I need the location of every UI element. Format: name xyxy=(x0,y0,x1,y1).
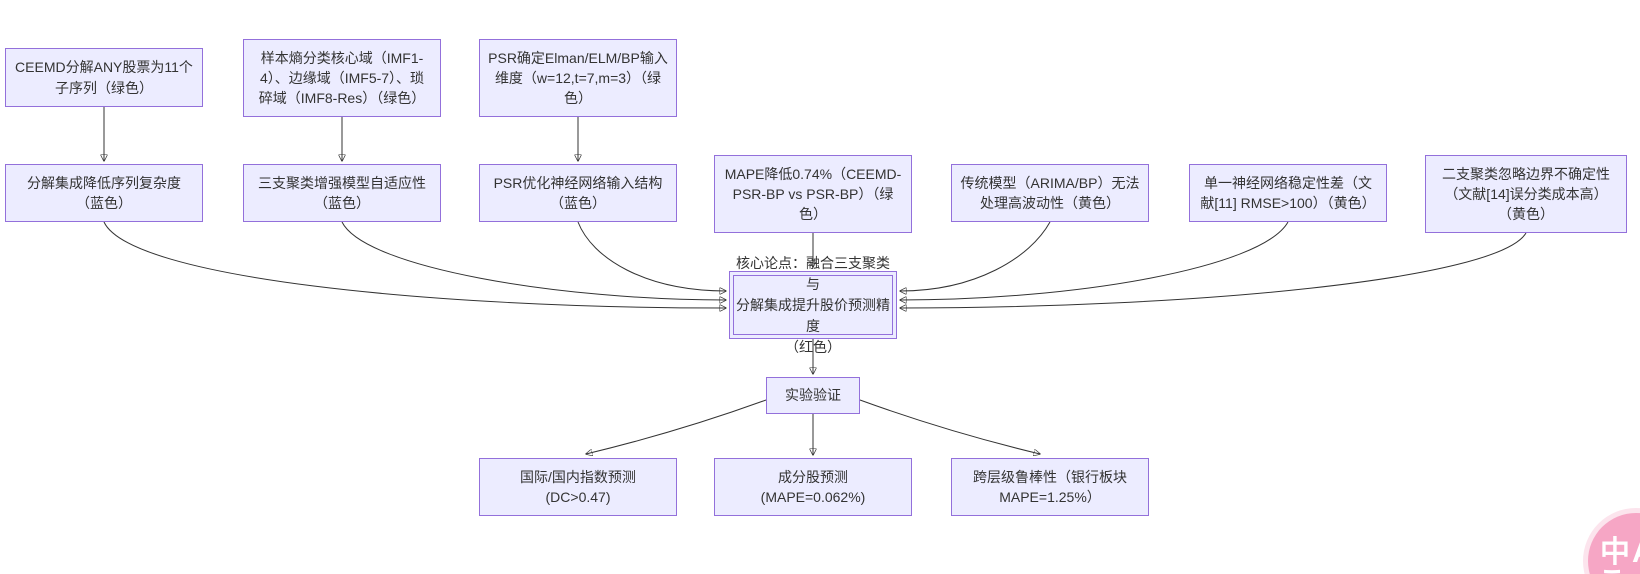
edge-decomposition-to-core xyxy=(103,221,726,308)
node-decomposition: 分解集成降低序列复杂度（蓝色） xyxy=(5,164,203,222)
node-ceemd: CEEMD分解ANY股票为11个子序列（绿色） xyxy=(5,48,203,107)
edge-psr-structure-to-core xyxy=(577,221,726,291)
node-mape-gain: MAPE降低0.74%（CEEMD-PSR-BP vs PSR-BP）（绿色） xyxy=(714,155,912,233)
node-psr-structure: PSR优化神经网络输入结构（蓝色） xyxy=(479,164,677,222)
node-traditional: 传统模型（ARIMA/BP）无法处理高波动性（黄色） xyxy=(951,164,1149,222)
node-single-nn: 单一神经网络稳定性差（文献[11] RMSE>100）（黄色） xyxy=(1189,164,1387,222)
edge-three-way-to-core xyxy=(341,221,726,300)
edge-experiment-to-robustness xyxy=(859,399,1040,454)
node-component-stock: 成分股预测(MAPE=0.062%) xyxy=(714,458,912,516)
node-sample-entropy: 样本熵分类核心域（IMF1-4）、边缘域（IMF5-7）、琐碎域（IMF8-Re… xyxy=(243,39,441,117)
node-index-prediction: 国际/国内指数预测(DC>0.47) xyxy=(479,458,677,516)
node-psr-dimension: PSR确定Elman/ELM/BP输入维度（w=12,t=7,m=3）（绿色） xyxy=(479,39,677,117)
edge-experiment-to-index xyxy=(586,399,767,454)
node-core-thesis-inner: 核心论点：融合三支聚类与分解集成提升股价预测精度（红色） xyxy=(733,255,893,355)
translate-badge-label: 中A xyxy=(1600,536,1640,569)
node-two-way: 二支聚类忽略边界不确定性（文献[14]误分类成本高）（黄色） xyxy=(1425,155,1627,233)
node-experiment: 实验验证 xyxy=(766,377,860,414)
node-core-thesis: 核心论点：融合三支聚类与分解集成提升股价预测精度（红色） xyxy=(729,255,897,355)
translate-badge-sublabel: こ xyxy=(1598,559,1626,574)
edge-single-nn-to-core xyxy=(900,221,1289,300)
translate-badge[interactable]: 中A こ xyxy=(1588,513,1640,574)
edge-traditional-to-core xyxy=(900,221,1051,291)
edge-two-way-to-core xyxy=(900,232,1527,308)
node-three-way: 三支聚类增强模型自适应性（蓝色） xyxy=(243,164,441,222)
